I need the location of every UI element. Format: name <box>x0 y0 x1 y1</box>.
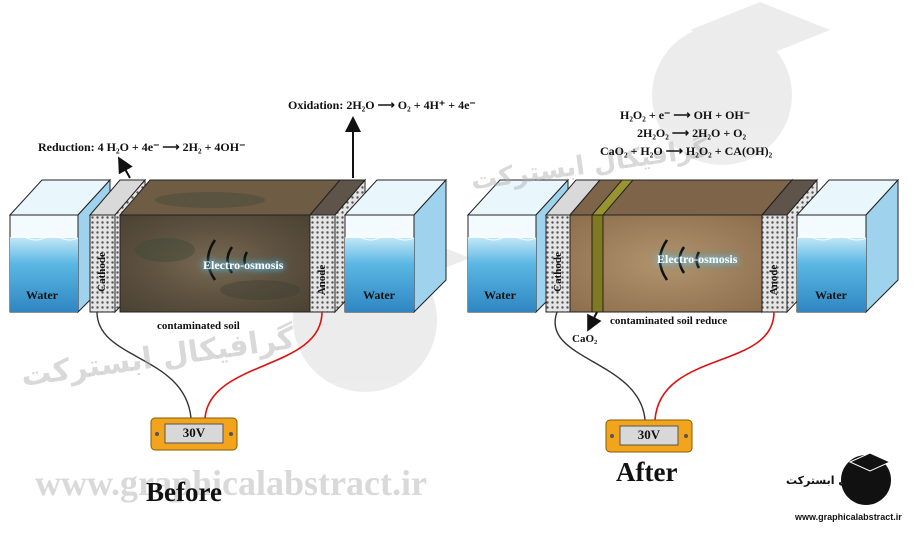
after-voltage-display: 30V <box>637 427 661 442</box>
before-wire-red <box>204 311 323 419</box>
before-electroosmosis-waves <box>206 239 249 281</box>
after-cao2-arrow <box>587 311 602 332</box>
after-panel <box>466 178 900 453</box>
after-anode-label: Anode <box>768 264 780 296</box>
after-power-supply <box>605 419 693 453</box>
after-water-right-label: Water <box>815 288 847 302</box>
logo-persian-name: گرافیکال ابسترکت <box>786 474 888 487</box>
before-cathode-label: Cathode <box>96 252 108 292</box>
before-water-tank-right <box>343 178 448 314</box>
after-reagent-label: CaO₂ <box>572 333 598 345</box>
before-process-label: Electro-osmosis <box>203 258 284 272</box>
before-oxidation-equation: Oxidation: 2H₂O ⟶ O₂ + 4H⁺ + 4e⁻ <box>288 98 476 112</box>
graduation-cap-logo-icon <box>841 452 892 505</box>
before-power-supply <box>150 417 238 451</box>
before-soil-block <box>118 179 342 313</box>
after-cao2-band <box>590 179 635 313</box>
before-wire-black <box>96 311 192 419</box>
after-caption: After <box>616 457 678 487</box>
after-soil-label: contaminated soil reduce <box>610 315 728 327</box>
before-soil-label: contaminated soil <box>157 320 240 332</box>
after-wire-black <box>554 311 646 421</box>
after-equation-2: 2H₂O₂ ⟶ 2H₂O + O₂ <box>637 126 747 140</box>
before-water-right-label: Water <box>363 288 395 302</box>
after-equation-3: CaO₂ + H₂O ⟶ H₂O₂ + CA(OH)₂ <box>600 144 773 158</box>
after-wire-red <box>654 311 775 421</box>
before-reduction-arrow <box>118 156 133 179</box>
after-process-label: Electro-osmosis <box>657 252 738 266</box>
after-equation-1: H₂O₂ + e⁻ ⟶ OH + OH⁻ <box>620 108 751 122</box>
before-reduction-equation: Reduction: 4 H₂O + 4e⁻ ⟶ 2H₂ + 4OH⁻ <box>38 140 246 154</box>
after-electroosmosis-waves <box>658 239 701 281</box>
before-anode-label: Anode <box>316 264 328 296</box>
logo-site: www.graphicalabstract.ir <box>795 512 902 522</box>
after-water-left-label: Water <box>484 288 516 302</box>
watermark-site: www.graphicalabstract.ir <box>35 463 427 503</box>
after-water-tank-right <box>795 178 900 314</box>
before-water-left-label: Water <box>26 288 58 302</box>
before-caption: Before <box>146 477 222 507</box>
after-cathode-label: Cathode <box>552 252 564 292</box>
before-panel <box>8 116 448 451</box>
before-voltage-display: 30V <box>182 425 206 440</box>
after-cathode-electrode <box>544 179 602 313</box>
